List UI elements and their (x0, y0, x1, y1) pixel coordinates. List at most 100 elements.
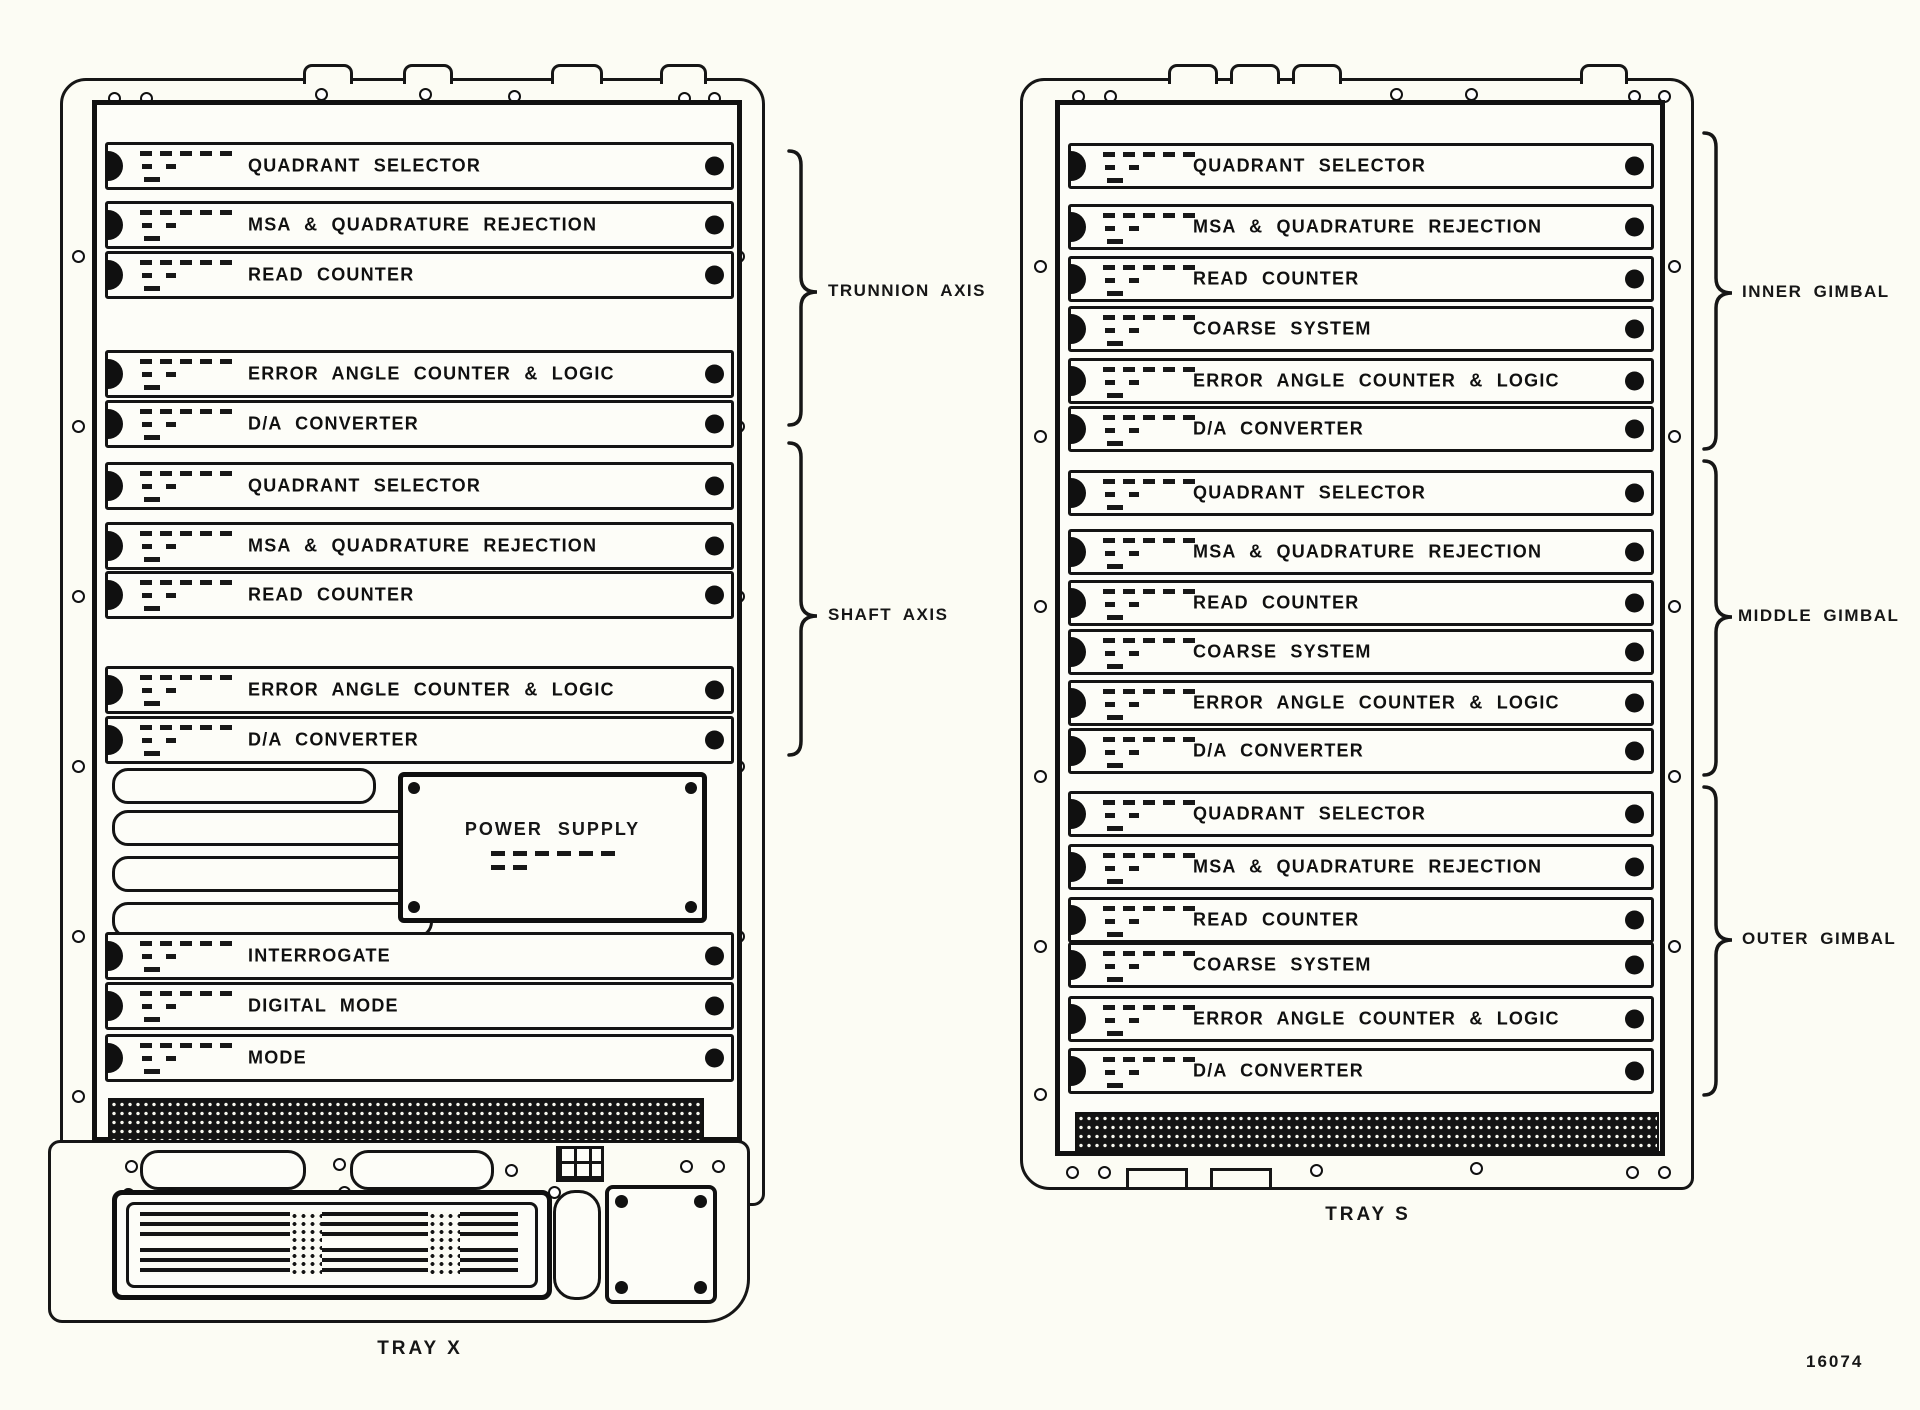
part-number-marks (140, 1043, 244, 1075)
right-fastener-icon (705, 996, 724, 1016)
module-row: READ COUNTER (1068, 256, 1654, 302)
module-label: D/A CONVERTER (248, 413, 419, 434)
right-fastener-icon (1625, 910, 1644, 930)
corner-screw-icon (615, 1281, 628, 1294)
module-row: ERROR ANGLE COUNTER & LOGIC (1068, 358, 1654, 404)
inner-gimbal-brace (1702, 131, 1733, 451)
module-label: READ COUNTER (1193, 909, 1360, 930)
left-fastener-icon (106, 210, 123, 240)
module-row: READ COUNTER (1068, 897, 1654, 943)
left-fastener-icon (106, 471, 123, 501)
power-supply-module: POWER SUPPLY (398, 772, 707, 923)
right-fastener-icon (1625, 857, 1644, 877)
screw-hole-icon (1668, 940, 1681, 953)
left-fastener-icon (1069, 688, 1086, 718)
screw-hole-icon (72, 1090, 85, 1103)
module-label: ERROR ANGLE COUNTER & LOGIC (1193, 692, 1560, 713)
left-fastener-icon (1069, 537, 1086, 567)
module-row: D/A CONVERTER (1068, 1048, 1654, 1094)
screw-hole-icon (1034, 940, 1047, 953)
module-label: QUADRANT SELECTOR (1193, 803, 1427, 824)
module-label: D/A CONVERTER (1193, 1060, 1364, 1081)
screw-hole-icon (1470, 1162, 1483, 1175)
edge-tab (1230, 64, 1280, 84)
module-row: D/A CONVERTER (105, 716, 734, 764)
module-label: D/A CONVERTER (1193, 418, 1364, 439)
module-row: MODE (105, 1034, 734, 1082)
left-fastener-icon (106, 531, 123, 561)
part-number-marks (1103, 538, 1207, 570)
right-fastener-icon (705, 156, 724, 176)
screw-hole-icon (712, 1160, 725, 1173)
handle-slot (350, 1150, 494, 1190)
module-label: ERROR ANGLE COUNTER & LOGIC (1193, 1008, 1560, 1029)
connector-key-dots (428, 1212, 460, 1274)
part-number-marks (1103, 589, 1207, 621)
edge-tab (551, 64, 603, 84)
edge-tab (1292, 64, 1342, 84)
right-fastener-icon (1625, 1009, 1644, 1029)
inner-gimbal-label: INNER GIMBAL (1742, 282, 1890, 301)
left-fastener-icon (1069, 414, 1086, 444)
module-row: INTERROGATE (105, 932, 734, 980)
left-fastener-icon (106, 941, 123, 971)
connector-pin-row (140, 1212, 518, 1238)
module-row: ERROR ANGLE COUNTER & LOGIC (105, 350, 734, 398)
corner-screw-icon (615, 1195, 628, 1208)
part-number-marks (140, 531, 244, 563)
left-fastener-icon (106, 675, 123, 705)
part-number-marks (491, 865, 535, 870)
module-label: ERROR ANGLE COUNTER & LOGIC (248, 679, 615, 700)
module-row: COARSE SYSTEM (1068, 942, 1654, 988)
right-fastener-icon (705, 215, 724, 235)
part-number-marks (1103, 367, 1207, 399)
corner-screw-icon (694, 1195, 707, 1208)
module-label: MODE (248, 1047, 307, 1068)
edge-tab (1168, 64, 1218, 84)
right-fastener-icon (1625, 269, 1644, 289)
part-number-marks (140, 580, 244, 612)
module-label: ERROR ANGLE COUNTER & LOGIC (248, 363, 615, 384)
corner-screw-icon (685, 782, 697, 794)
left-fastener-icon (106, 409, 123, 439)
part-number-marks (1103, 906, 1207, 938)
part-number-marks (140, 260, 244, 292)
corner-screw-icon (694, 1281, 707, 1294)
part-number-marks (140, 210, 244, 242)
screw-hole-icon (72, 590, 85, 603)
connector-pin-row (140, 1248, 518, 1274)
tray-s-caption: TRAY S (1325, 1204, 1411, 1225)
module-label: MSA & QUADRATURE REJECTION (248, 214, 598, 235)
part-number-marks (1103, 1005, 1207, 1037)
empty-card-slot (112, 768, 376, 804)
module-row: ERROR ANGLE COUNTER & LOGIC (1068, 680, 1654, 726)
part-number-marks (1103, 479, 1207, 511)
left-fastener-icon (1069, 950, 1086, 980)
left-fastener-icon (106, 1043, 123, 1073)
module-row: ERROR ANGLE COUNTER & LOGIC (1068, 996, 1654, 1042)
vent-grid (556, 1146, 604, 1182)
edge-tab (403, 64, 453, 84)
corner-screw-icon (408, 782, 420, 794)
left-fastener-icon (1069, 151, 1086, 181)
outer-gimbal-brace (1702, 785, 1733, 1097)
trunnion-axis-brace (787, 149, 818, 427)
right-fastener-icon (1625, 371, 1644, 391)
right-fastener-icon (1625, 217, 1644, 237)
screw-hole-icon (505, 1164, 518, 1177)
outer-gimbal-label: OUTER GIMBAL (1742, 929, 1897, 948)
module-row: MSA & QUADRATURE REJECTION (105, 522, 734, 570)
right-fastener-icon (705, 1048, 724, 1068)
corner-screw-icon (408, 901, 420, 913)
screw-hole-icon (1098, 1166, 1111, 1179)
module-label: ERROR ANGLE COUNTER & LOGIC (1193, 370, 1560, 391)
module-label: QUADRANT SELECTOR (248, 475, 482, 496)
right-fastener-icon (1625, 955, 1644, 975)
left-fastener-icon (1069, 637, 1086, 667)
part-number-marks (140, 991, 244, 1023)
left-fastener-icon (1069, 736, 1086, 766)
module-label: MSA & QUADRATURE REJECTION (1193, 541, 1543, 562)
left-fastener-icon (1069, 905, 1086, 935)
part-number-marks (1103, 800, 1207, 832)
module-row: QUADRANT SELECTOR (1068, 143, 1654, 189)
